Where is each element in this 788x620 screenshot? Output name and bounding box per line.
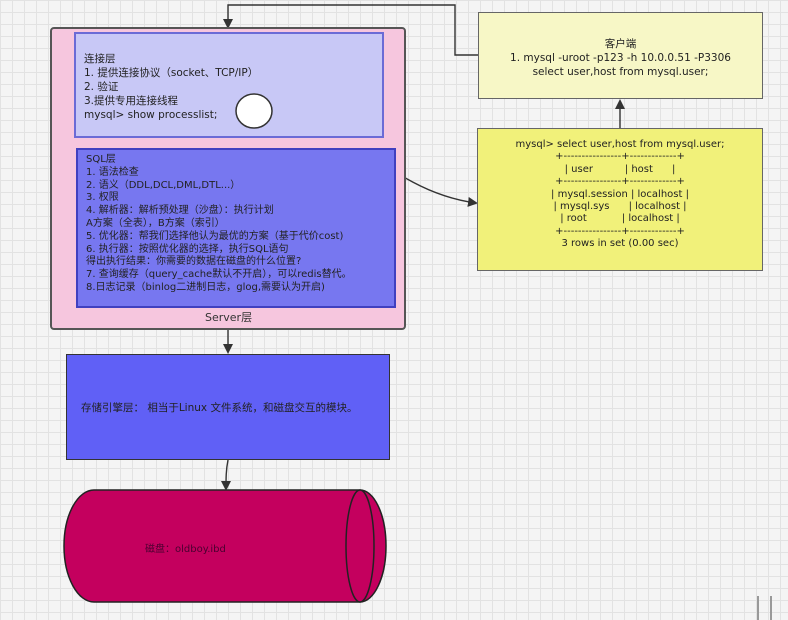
sql-layer-line: SQL层 [86,154,116,165]
client-line: 1. mysql -uroot -p123 -h 10.0.0.51 -P330… [510,52,731,64]
scrollbar-track[interactable] [770,596,772,620]
sql-layer-line: 8.日志记录（binlog二进制日志，glog,需要认为开启) [86,281,325,293]
query-result-line: | root | localhost | [560,213,680,225]
sql-layer-line: 4. 解析器：解析预处理（沙盘）：执行计划 [86,205,274,217]
query-result-line: mysql> select user,host from mysql.user; [515,139,725,150]
query-result-box: mysql> select user,host from mysql.user;… [477,128,763,271]
sql-layer-line: 6. 执行器：按照优化器的选择，执行SQL语句 [86,243,289,255]
storage-engine-layer-box: 存储引擎层： 相当于Linux 文件系统，和磁盘交互的模块。 [66,354,390,460]
query-result-line: +----------------+-------------+ [555,151,685,163]
sql-layer-line: 得出执行结果：你需要的数据在磁盘的什么位置? [86,256,302,268]
query-result-line: | mysql.session | localhost | [551,188,689,200]
storage-engine-label: 存储引擎层： 相当于Linux 文件系统，和磁盘交互的模块。 [81,401,358,414]
arrow-storage-to-disk [221,459,232,491]
connection-layer-line: 2. 验证 [84,81,119,93]
query-result-line: +----------------+-------------+ [555,225,685,237]
scrollbar-track[interactable] [757,596,759,620]
connection-layer-line: 3.提供专用连接线程 [84,95,179,107]
query-result-line: 3 rows in set (0.00 sec) [561,238,679,250]
query-result-line: +----------------+-------------+ [555,176,685,188]
server-layer-label: Server层 [205,311,253,324]
sql-layer-box: SQL层 1. 语法检查 2. 语义（DDL,DCL,DML,DTL...） 3… [76,148,396,308]
sql-layer-line: 3. 权限 [86,192,119,204]
client-box: 客户端 1. mysql -uroot -p123 -h 10.0.0.51 -… [478,12,763,99]
client-line: select user,host from mysql.user; [532,66,709,78]
sql-layer-line: A方案（全表），B方案（索引） [86,217,225,229]
sql-layer-line: 2. 语义（DDL,DCL,DML,DTL...） [86,179,241,191]
connection-layer-line: 连接层 [84,53,116,65]
connection-layer-line: mysql> show processlist; [84,109,218,121]
sql-layer-line: 1. 语法检查 [86,166,139,178]
query-result-line: | mysql.sys | localhost | [553,201,687,213]
query-result-line: | user | host | [564,163,676,175]
sql-layer-line: 7. 查询缓存（query_cache默认不开启），可以redis替代。 [86,269,352,281]
connection-layer-box: 连接层 1. 提供连接协议（socket、TCP/IP） 2. 验证 3.提供专… [74,32,384,138]
client-line: 客户端 [604,38,637,50]
disk-label: 磁盘：oldboy.ibd [145,544,226,555]
connection-layer-line: 1. 提供连接协议（socket、TCP/IP） [84,67,259,79]
sql-layer-line: 5. 优化器：帮我们选择他认为最优的方案（基于代价cost) [86,230,344,242]
